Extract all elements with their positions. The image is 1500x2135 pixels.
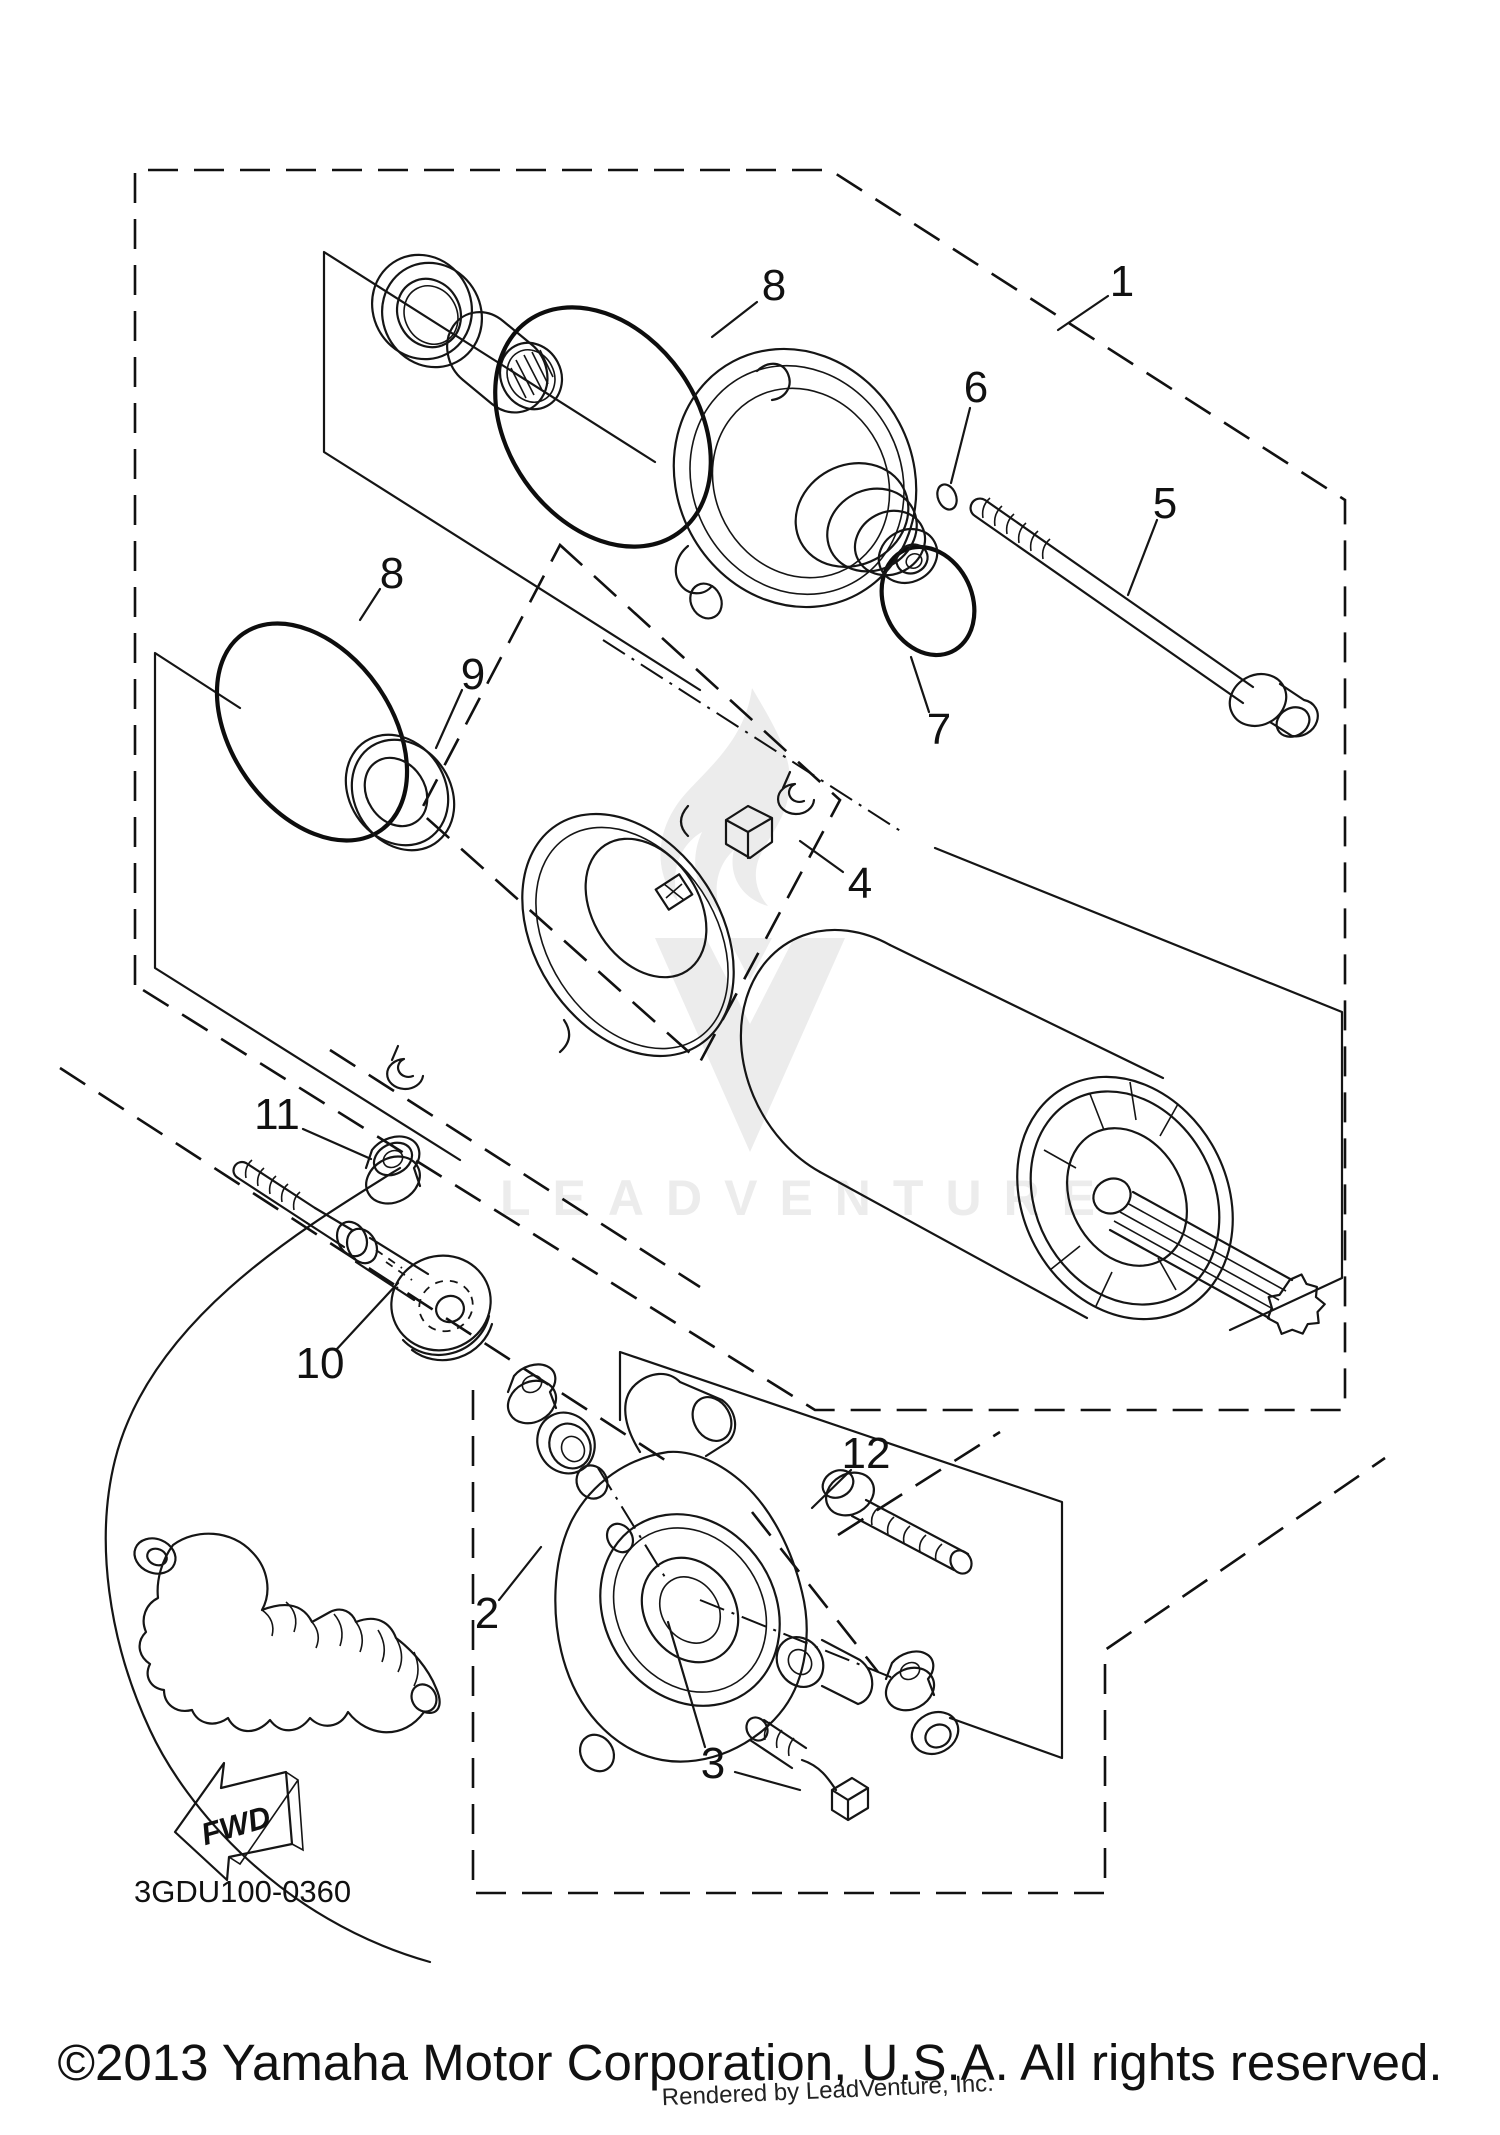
bolt12-box-edge-2 [837, 1430, 1001, 1537]
bolt12-threads [870, 1507, 943, 1562]
axis-bracket-upper [597, 1467, 669, 1583]
front-end-cover [672, 347, 939, 620]
grommet-washer [536, 1411, 596, 1475]
callout-9: 9 [461, 650, 485, 699]
bracket-nut [506, 1363, 558, 1425]
bracket-body [554, 1450, 808, 1763]
washer-9 [344, 733, 456, 852]
brush-spring-lower [386, 1044, 425, 1091]
terminal-bolt-10 [232, 1159, 494, 1362]
callout-11: 11 [254, 1090, 300, 1139]
bolt10-grip-hatch [371, 1249, 413, 1289]
callout-1: 1 [1110, 257, 1134, 306]
assembly-boundaries [59, 168, 1386, 1895]
outer-assembly-box [133, 168, 1347, 1412]
callout-7: 7 [927, 705, 951, 754]
oring-7 [879, 544, 977, 658]
rear-bracket [554, 1372, 874, 1773]
cable-wire [104, 1166, 432, 1964]
callout-6: 6 [964, 363, 988, 412]
callout-8-left: 8 [380, 549, 404, 598]
panel-top-left [322, 250, 702, 692]
oring-6 [936, 483, 958, 511]
diagram-code: 3GDU100-0360 [134, 1874, 351, 1909]
callout-8-top: 8 [762, 261, 786, 310]
bracket-arm [624, 1372, 737, 1458]
bracket-box [471, 1390, 1386, 1895]
oring-8-top [493, 305, 713, 549]
bolt12-box-edge-1 [750, 1511, 880, 1673]
watermark-v-icon [655, 938, 845, 1152]
battery-cable [104, 1166, 441, 1964]
fwd-arrow: FWD [173, 1761, 304, 1882]
callouts: 1 8 8 9 6 5 7 4 11 10 2 12 3 [254, 257, 1177, 1792]
fan-blades [1043, 1081, 1179, 1307]
mount-bolt-12 [821, 1469, 973, 1575]
callout-4: 4 [848, 859, 872, 908]
nut-11 [364, 1135, 422, 1205]
bolt5-threads [981, 497, 1051, 560]
panel-left [153, 651, 462, 1162]
axis-bracket-lower [699, 1599, 899, 1681]
connector-dash-1 [59, 1066, 669, 1464]
splined-shaft [1108, 1190, 1326, 1335]
brush-plate [521, 804, 735, 1058]
callout-3: 3 [701, 1739, 725, 1788]
square-nut-4 [724, 804, 774, 860]
through-bolt-5 [969, 497, 1319, 738]
bearing-rollers [510, 349, 554, 399]
bolt10-threads [244, 1159, 301, 1211]
armature [739, 928, 1326, 1335]
brush-spring-upper [776, 770, 816, 816]
panel-bracket [618, 1350, 1064, 1760]
watermark-text: LEADVENTURE [500, 1170, 1117, 1226]
watermark-flame-icon [660, 688, 790, 914]
bracket-oring [575, 1464, 609, 1500]
copyright-line: ©2013 Yamaha Motor Corporation, U.S.A. A… [57, 2034, 1442, 2091]
terminal-nut-washer [884, 1650, 960, 1756]
panel-armature [933, 846, 1344, 1332]
callout-2: 2 [475, 1589, 499, 1638]
callout-12: 12 [842, 1429, 891, 1478]
callout-5: 5 [1153, 479, 1177, 528]
connector-dash-2 [329, 1048, 701, 1289]
backing-panels [153, 250, 1344, 1760]
oil-seal [370, 253, 484, 369]
axis-armature [602, 639, 903, 833]
callout-10: 10 [296, 1339, 345, 1388]
oring-8-left [214, 621, 410, 843]
brush-assembly-3 [745, 1716, 870, 1822]
fwd-label: FWD [197, 1799, 275, 1852]
boot-ridges [261, 1601, 419, 1687]
leadventure-watermark: LEADVENTURE [500, 688, 1117, 1226]
brush-holder-box [418, 542, 842, 1065]
needle-bearing [446, 311, 564, 414]
cable-boot [138, 1532, 441, 1734]
